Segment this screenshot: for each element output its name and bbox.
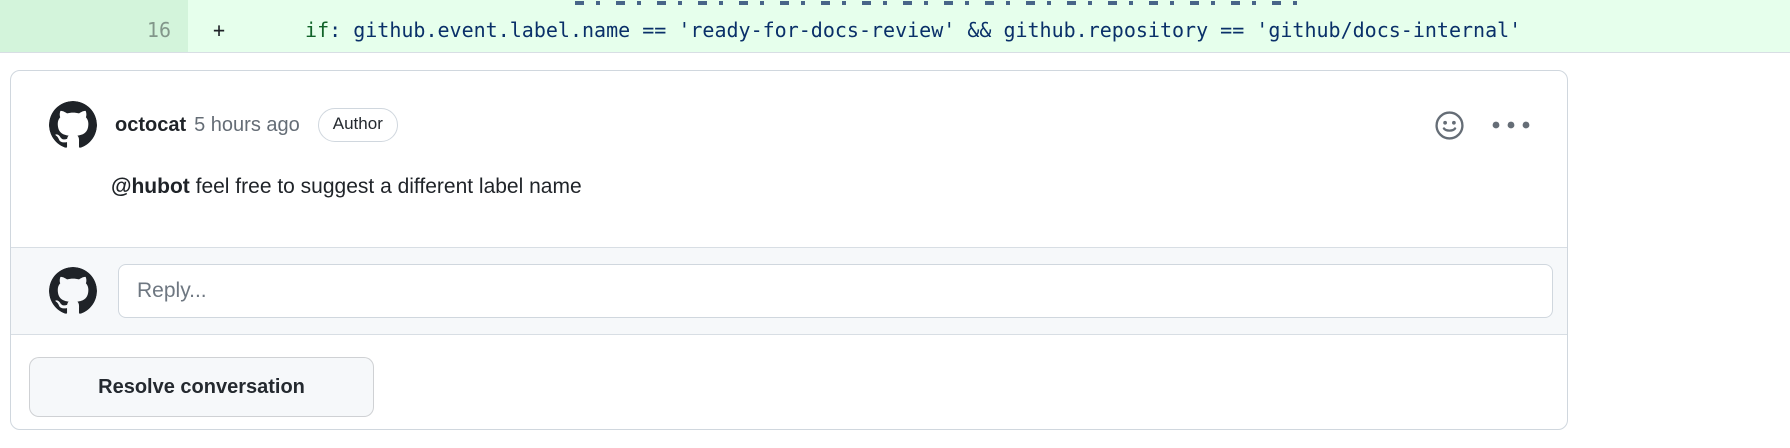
add-reaction-button[interactable] xyxy=(1434,110,1465,141)
clipped-code-line-fragment xyxy=(575,1,1310,5)
diff-code-line: + if: github.event.label.name == 'ready-f… xyxy=(188,0,1790,52)
code-expression: : github.event.label.name == 'ready-for-… xyxy=(329,18,1522,42)
comment-timestamp[interactable]: 5 hours ago xyxy=(194,113,300,136)
reply-input[interactable] xyxy=(118,264,1553,318)
octocat-avatar[interactable] xyxy=(49,101,97,149)
resolve-conversation-button[interactable]: Resolve conversation xyxy=(29,357,374,417)
diff-plus-marker: + xyxy=(213,18,226,42)
comment-options-button[interactable] xyxy=(1491,120,1531,130)
smiley-icon xyxy=(1435,110,1464,140)
code-keyword: if xyxy=(305,18,330,42)
comment-text: feel free to suggest a different label n… xyxy=(189,175,582,198)
review-thread-card: octocat 5 hours ago Author xyxy=(10,70,1568,430)
resolve-section: Resolve conversation xyxy=(11,335,1567,417)
comment-body: @hubot feel free to suggest a different … xyxy=(111,172,1533,201)
reply-user-avatar[interactable] xyxy=(49,267,97,315)
comment: octocat 5 hours ago Author xyxy=(11,71,1567,247)
diff-line-number[interactable]: 16 xyxy=(0,0,188,52)
comment-header-actions xyxy=(1434,110,1533,141)
author-badge: Author xyxy=(317,107,398,143)
comment-author[interactable]: octocat xyxy=(115,113,187,136)
kebab-icon xyxy=(1492,121,1530,129)
comment-header: octocat 5 hours ago Author xyxy=(49,101,1533,149)
reply-section xyxy=(11,247,1567,335)
diff-addition-row: 16 + if: github.event.label.name == 'read… xyxy=(0,0,1790,53)
mention-link[interactable]: @hubot xyxy=(111,175,190,198)
